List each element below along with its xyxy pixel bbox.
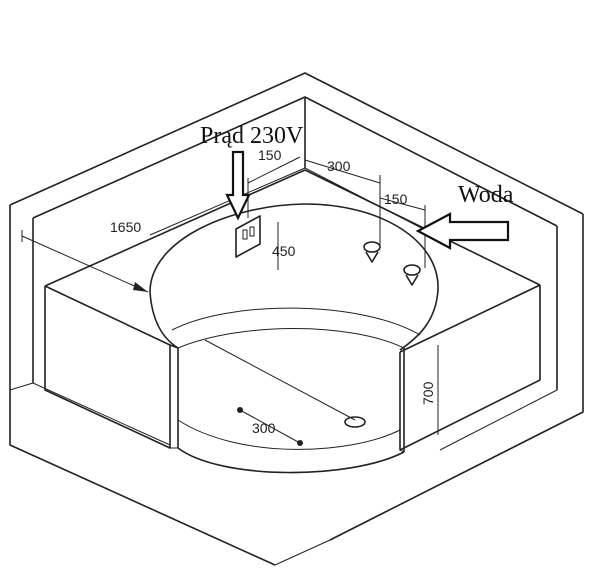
dim-700: 700 — [420, 381, 436, 405]
dim-150-power: 150 — [258, 147, 282, 163]
water-outlets: 300 150 — [304, 158, 426, 286]
faucet-icon — [363, 241, 381, 263]
dimension-outlet-height: 450 — [272, 222, 296, 270]
dim-300-water: 300 — [327, 158, 351, 174]
power-arrow — [225, 150, 251, 221]
dim-300-drain: 300 — [252, 420, 276, 436]
dimension-total-width: 1650 — [21, 219, 149, 293]
faucet-icon-2 — [403, 264, 421, 286]
water-label: Woda — [458, 182, 514, 208]
dim-1650: 1650 — [110, 219, 141, 235]
drain: 300 — [204, 339, 366, 446]
tub-rim — [44, 167, 541, 353]
power-label: Prąd 230V — [200, 123, 304, 149]
water-arrow — [415, 212, 510, 250]
power-outlet — [235, 215, 261, 258]
room-walls — [9, 72, 584, 566]
drain-icon — [344, 416, 366, 428]
dim-150-water: 150 — [384, 191, 408, 207]
tub-skirt — [44, 285, 541, 474]
dim-450: 450 — [272, 243, 296, 259]
dimension-power-offset: 150 — [247, 147, 301, 218]
socket-icon — [235, 215, 261, 258]
dimension-tub-height: 700 — [420, 345, 439, 435]
